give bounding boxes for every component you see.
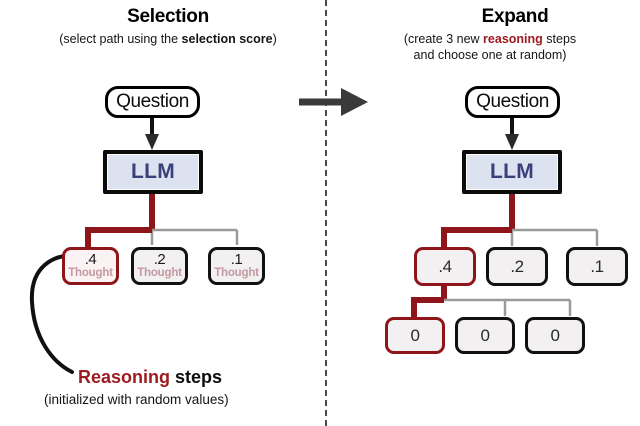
selection-subtitle-bold: selection score (181, 32, 273, 46)
expand-node-level1-3[interactable]: .1 (566, 247, 628, 286)
expand-node-level2-2[interactable]: 0 (455, 317, 515, 354)
panel-subtitle-expand: (create 3 new reasoning steps and choose… (345, 31, 635, 63)
selection-llm-node[interactable]: LLM (103, 150, 203, 194)
selection-thought-node-1[interactable]: .4 Thought (62, 247, 119, 285)
expand-subtitle-suffix: steps (542, 32, 577, 46)
expand-llm-node[interactable]: LLM (462, 150, 562, 194)
thought-score: .4 (84, 250, 97, 268)
panel-title-expand: Expand (481, 6, 549, 27)
node-score: .1 (590, 256, 604, 276)
thought-label: Thought (137, 266, 182, 279)
selection-question-node[interactable]: Question (105, 86, 200, 118)
selection-thought-node-2[interactable]: .2 Thought (131, 247, 188, 285)
thought-score: .2 (153, 250, 166, 268)
node-score: .4 (438, 256, 452, 276)
expand-question-node[interactable]: Question (465, 86, 560, 118)
expand-node-level1-2[interactable]: .2 (486, 247, 548, 286)
right-arrow-icon (299, 88, 368, 116)
thought-score: .1 (230, 250, 243, 268)
panel-divider (325, 0, 327, 426)
node-score: 0 (480, 325, 490, 345)
node-score: 0 (550, 325, 560, 345)
thought-label: Thought (68, 266, 113, 279)
expand-subtitle-line2: and choose one at random) (413, 48, 567, 62)
thought-label: Thought (214, 266, 259, 279)
node-score: 0 (410, 325, 420, 345)
selection-subtitle-suffix: ) (272, 32, 277, 46)
expand-node-level2-3[interactable]: 0 (525, 317, 585, 354)
node-score: .2 (510, 256, 524, 276)
reasoning-caption-sub: (initialized with random values) (44, 392, 229, 407)
expand-node-level2-1[interactable]: 0 (385, 317, 445, 354)
reasoning-caption: Reasoning steps (78, 367, 222, 388)
reasoning-caption-rest: steps (170, 367, 223, 387)
selection-thought-node-3[interactable]: .1 Thought (208, 247, 265, 285)
expand-node-level1-1[interactable]: .4 (414, 247, 476, 286)
panel-subtitle-selection: (select path using the selection score) (18, 31, 318, 47)
expand-subtitle-prefix: (create 3 new (403, 32, 484, 46)
expand-subtitle-bold: reasoning (483, 32, 543, 46)
selection-subtitle-prefix: (select path using the (59, 32, 182, 46)
reasoning-caption-highlight: Reasoning (78, 367, 171, 387)
panel-title-selection: Selection (127, 6, 209, 27)
